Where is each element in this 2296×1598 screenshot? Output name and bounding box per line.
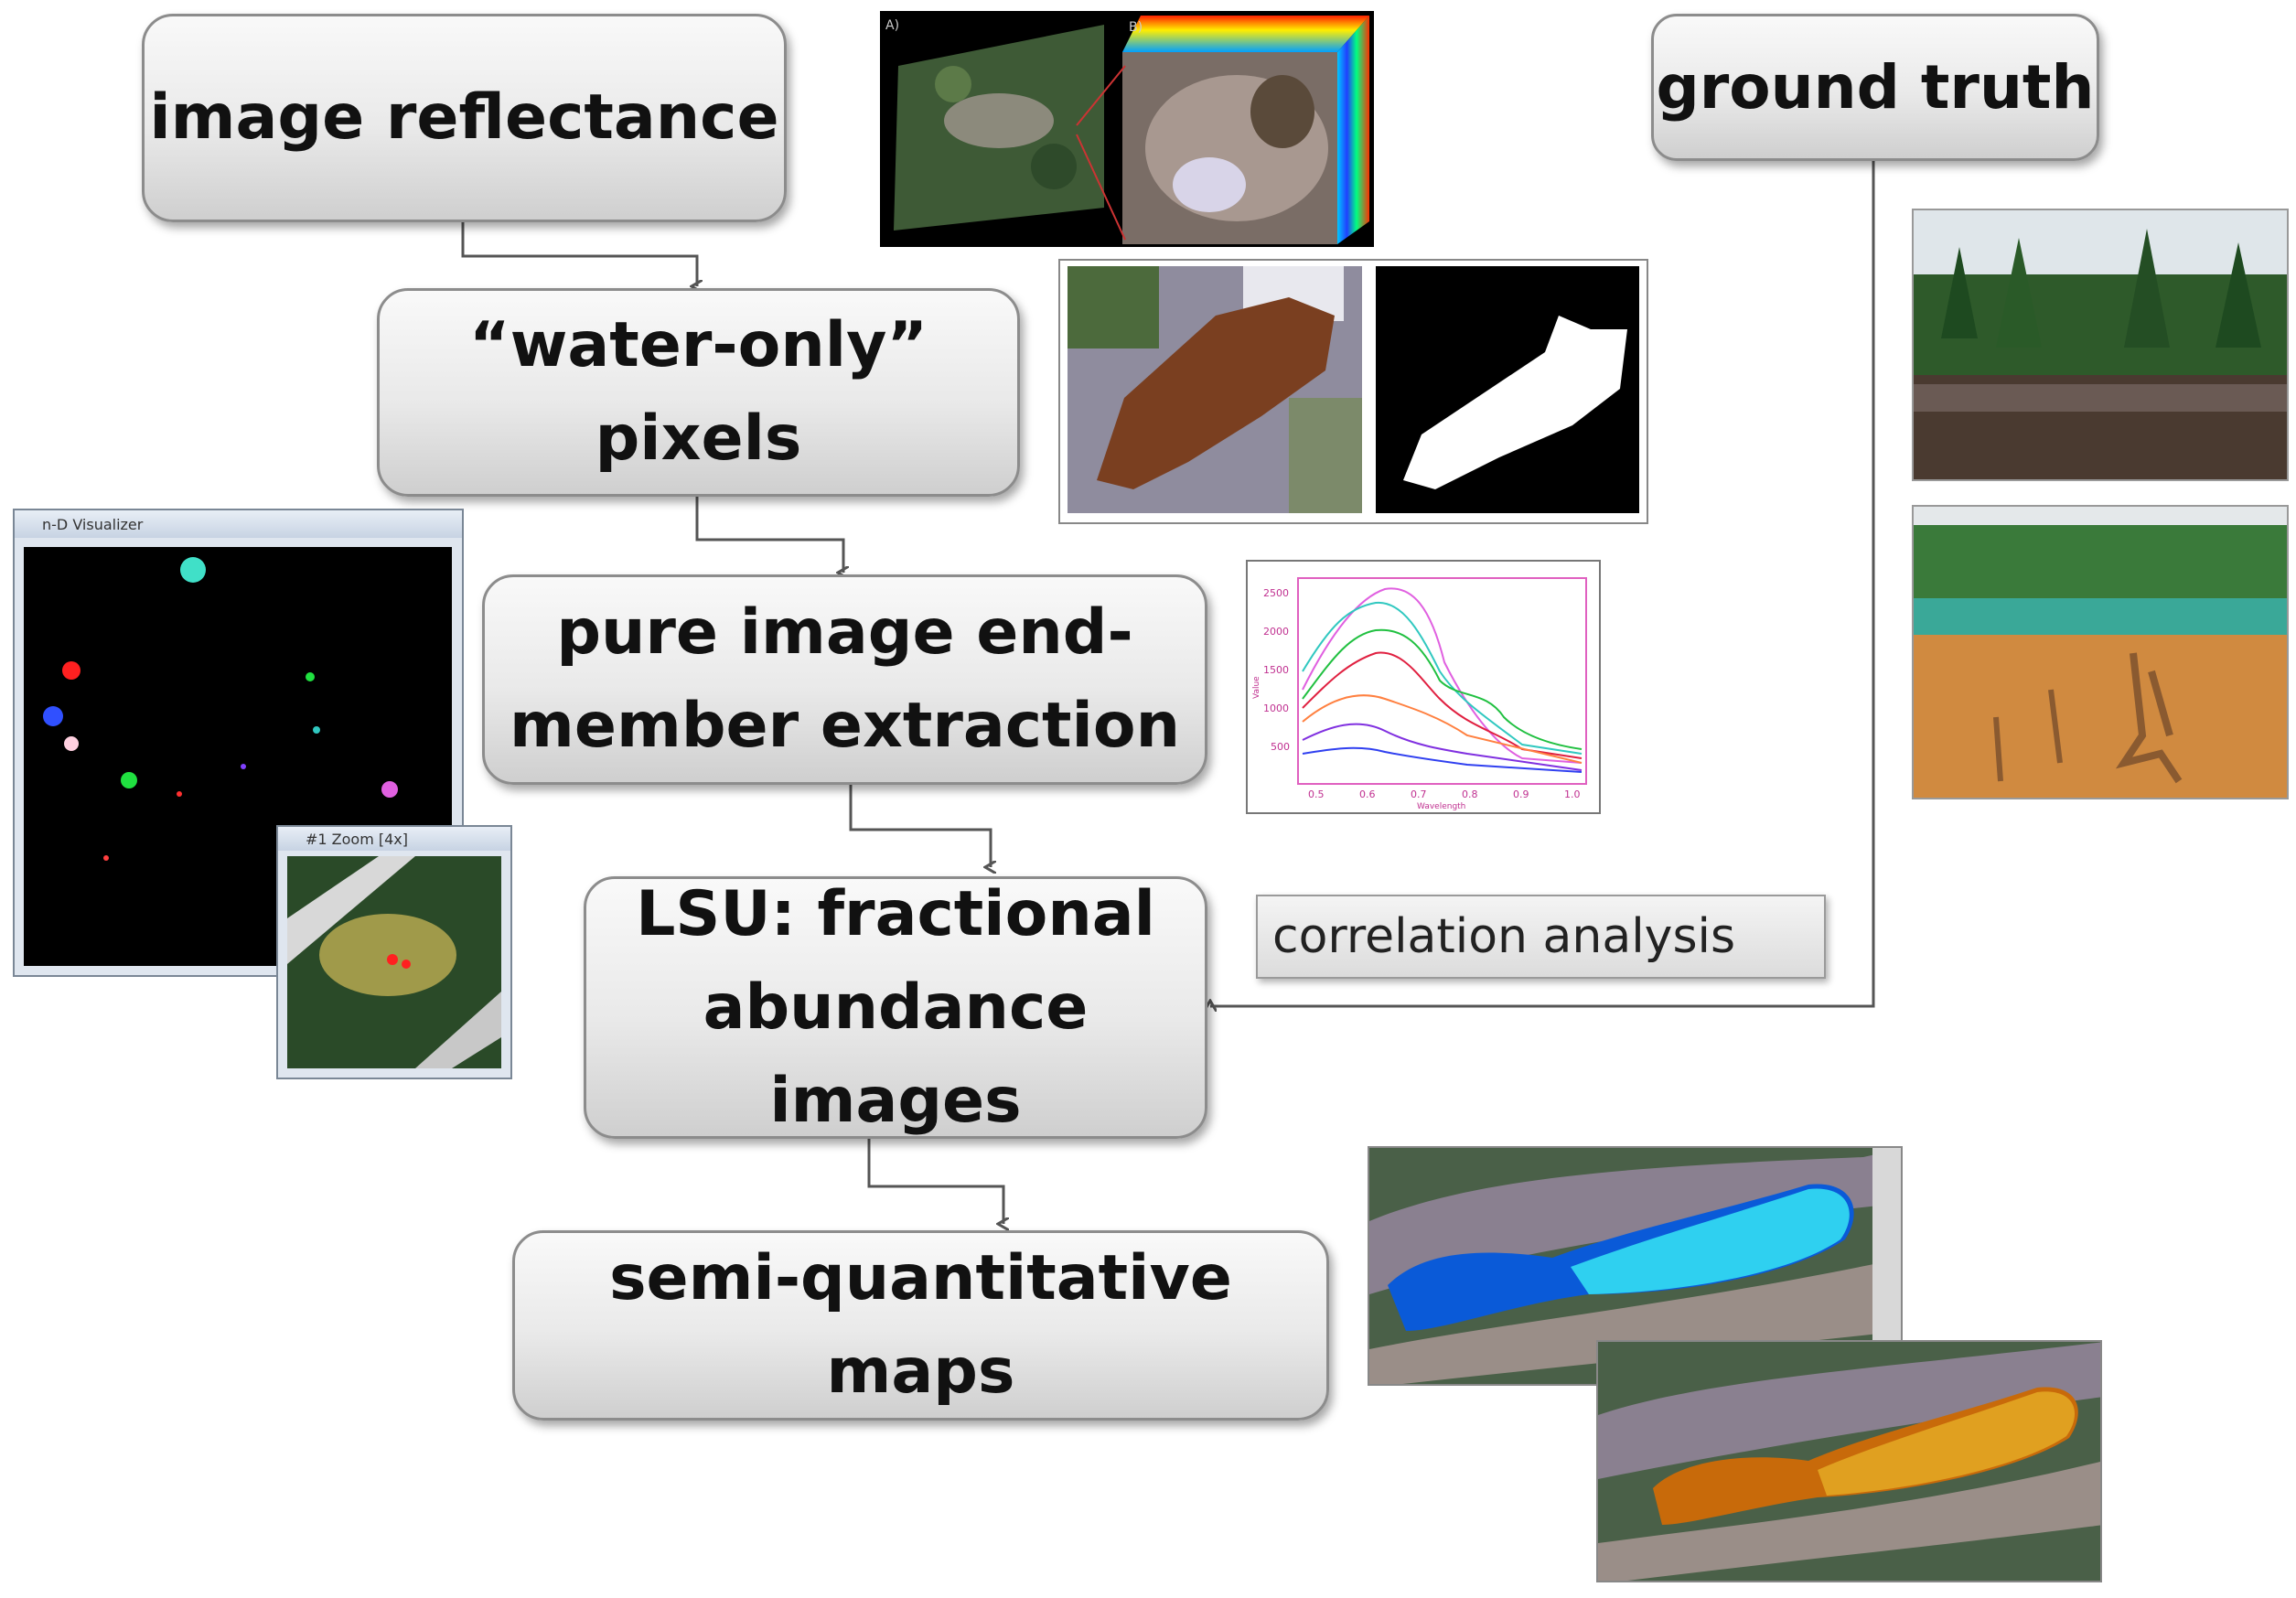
- xtick-0.9: 0.9: [1513, 788, 1529, 800]
- arrow-lsu-to-maps: [867, 1139, 1003, 1224]
- ytick-2000: 2000: [1263, 626, 1289, 638]
- correlation-label: correlation analysis: [1272, 909, 1736, 964]
- hyperspectral-drawing: A) B): [885, 16, 1369, 244]
- endmember-label-line1: pure image end-: [556, 596, 1133, 669]
- arrow-endmember-to-lsu: [849, 785, 991, 867]
- semi-quantitative-maps-box: semi-quantitative maps: [512, 1230, 1329, 1421]
- nd-visualizer-title: n-D Visualizer: [42, 515, 144, 533]
- water-only-inset: [1058, 259, 1648, 524]
- endmember-extraction-box: pure image end- member extraction: [482, 574, 1207, 785]
- lsu-label-line2: abundance images: [703, 971, 1089, 1137]
- ground-truth-label: ground truth: [1656, 52, 2095, 123]
- semi-quantitative-label: semi-quantitative maps: [609, 1242, 1232, 1408]
- spectra-ylabel: Value: [1252, 676, 1261, 699]
- image-reflectance-label: image reflectance: [149, 81, 779, 154]
- spectra-drawing: 2500 2000 1500 1000 500 0.5 0.6 0.7 0.8 …: [1252, 577, 1587, 811]
- zoom-window: #1 Zoom [4x]: [276, 825, 512, 1079]
- water-only-box: “water-only” pixels: [377, 288, 1020, 497]
- ground-truth-box: ground truth: [1651, 14, 2099, 161]
- ytick-500: 500: [1271, 741, 1290, 753]
- nd-visualizer-window: n-D Visualizer: [13, 509, 464, 977]
- correlation-analysis-box: correlation analysis: [1256, 895, 1826, 979]
- spectra-plot-inset: 2500 2000 1500 1000 500 0.5 0.6 0.7 0.8 …: [1246, 560, 1601, 814]
- image-reflectance-box: image reflectance: [142, 14, 787, 222]
- arrow-reflectance-to-water: [461, 222, 697, 286]
- lsu-box: LSU: fractional abundance images: [584, 876, 1207, 1139]
- zoom-title: #1 Zoom [4x]: [306, 830, 409, 848]
- xtick-0.7: 0.7: [1411, 788, 1427, 800]
- nd-visualizer-titlebar: n-D Visualizer: [15, 510, 462, 538]
- xtick-0.6: 0.6: [1359, 788, 1376, 800]
- ytick-1500: 1500: [1263, 664, 1289, 676]
- arrow-groundtruth-to-lsu: [1210, 161, 1875, 1006]
- xtick-0.5: 0.5: [1308, 788, 1325, 800]
- zoom-titlebar: #1 Zoom [4x]: [278, 827, 510, 851]
- endmember-label-line2: member extraction: [510, 690, 1180, 762]
- xtick-0.8: 0.8: [1462, 788, 1478, 800]
- zoom-canvas: [287, 856, 501, 1068]
- ground-truth-photo-forest-lake: [1912, 209, 2289, 481]
- map-orange-abundance: [1596, 1340, 2102, 1582]
- arrow-water-to-endmember: [695, 497, 843, 573]
- water-only-label: “water-only” pixels: [468, 309, 928, 475]
- map-orange-drawing: [1598, 1342, 2100, 1581]
- spectra-xlabel: Wavelength: [1417, 802, 1465, 811]
- hyperspectral-image-inset: A) B): [880, 11, 1374, 247]
- ground-truth-photo-orange-shore: [1912, 505, 2289, 799]
- xtick-1.0: 1.0: [1564, 788, 1581, 800]
- lsu-label-line1: LSU: fractional: [636, 877, 1155, 950]
- water-mask-drawing: [1068, 266, 1639, 513]
- ytick-2500: 2500: [1263, 587, 1289, 599]
- photo-forest-lake: [1914, 210, 2287, 479]
- ytick-1000: 1000: [1263, 702, 1289, 714]
- panel-a-label: A): [885, 18, 899, 33]
- photo-orange-shore: [1914, 507, 2287, 798]
- panel-b-label: B): [1129, 20, 1143, 35]
